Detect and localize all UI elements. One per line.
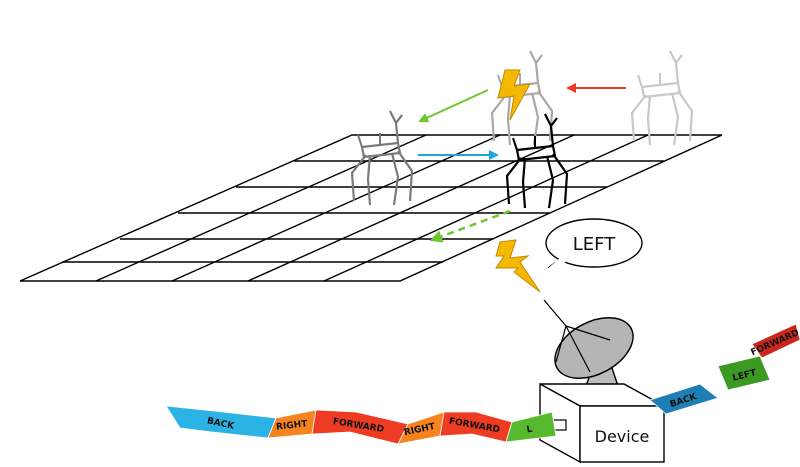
tape-segment	[717, 355, 771, 391]
left-arrow	[418, 89, 489, 123]
robot-ghost-far	[630, 49, 694, 147]
satellite-dish-icon	[543, 299, 634, 387]
tape-segment	[649, 383, 719, 415]
tape-label: L	[526, 425, 534, 436]
lightning-icon-dish	[495, 239, 541, 293]
grid-floor	[19, 134, 723, 282]
tape-segment	[751, 323, 800, 359]
tape-label: RIGHT	[276, 419, 309, 432]
device-box: Device	[539, 382, 665, 464]
lightning-icon-robot	[497, 69, 531, 121]
tape-segment	[505, 411, 557, 443]
device-label: Device	[595, 427, 650, 446]
planned-left-arrow	[429, 209, 511, 243]
speech-text: LEFT	[573, 234, 616, 255]
speech-bubble: LEFT	[545, 218, 643, 270]
robot-ghost-left	[350, 109, 414, 207]
